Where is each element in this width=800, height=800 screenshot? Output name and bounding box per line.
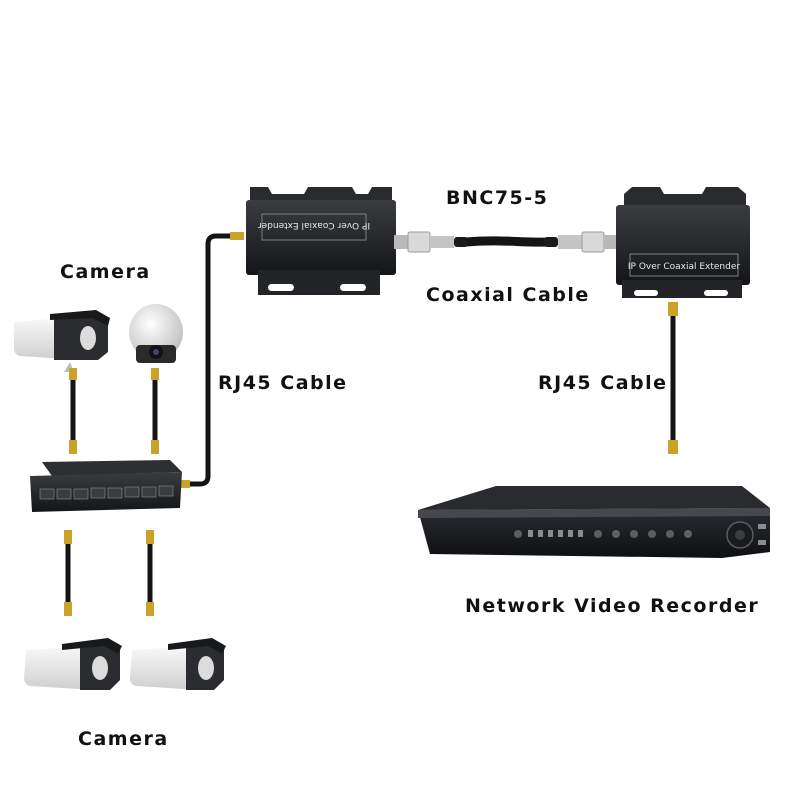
label-camera-top: Camera xyxy=(60,261,151,283)
bnc-connector-left xyxy=(394,231,468,253)
bnc-connector-right xyxy=(544,231,618,253)
network-video-recorder xyxy=(418,486,770,558)
bullet-camera-top xyxy=(14,310,110,372)
rj45-cable-left xyxy=(188,233,230,487)
label-network-video-recorder: Network Video Recorder xyxy=(465,595,760,617)
label-camera-bottom: Camera xyxy=(78,728,169,750)
extender-left: IP Over Coaxial Extender xyxy=(246,187,396,295)
bullet-camera-bottom-2 xyxy=(130,638,226,690)
extender-left-text: IP Over Coaxial Extender xyxy=(258,220,370,230)
bullet-camera-bottom-1 xyxy=(24,638,122,690)
network-switch xyxy=(30,460,182,512)
dome-camera-top xyxy=(129,304,183,363)
coaxial-cable xyxy=(465,236,549,247)
label-rj45-cable-right: RJ45 Cable xyxy=(538,372,668,394)
label-bnc: BNC75-5 xyxy=(446,187,549,209)
label-rj45-cable-left: RJ45 Cable xyxy=(218,372,348,394)
extender-right: IP Over Coaxial Extender xyxy=(616,187,750,298)
extender-right-text: IP Over Coaxial Extender xyxy=(628,262,740,272)
label-coaxial-cable: Coaxial Cable xyxy=(426,284,590,306)
